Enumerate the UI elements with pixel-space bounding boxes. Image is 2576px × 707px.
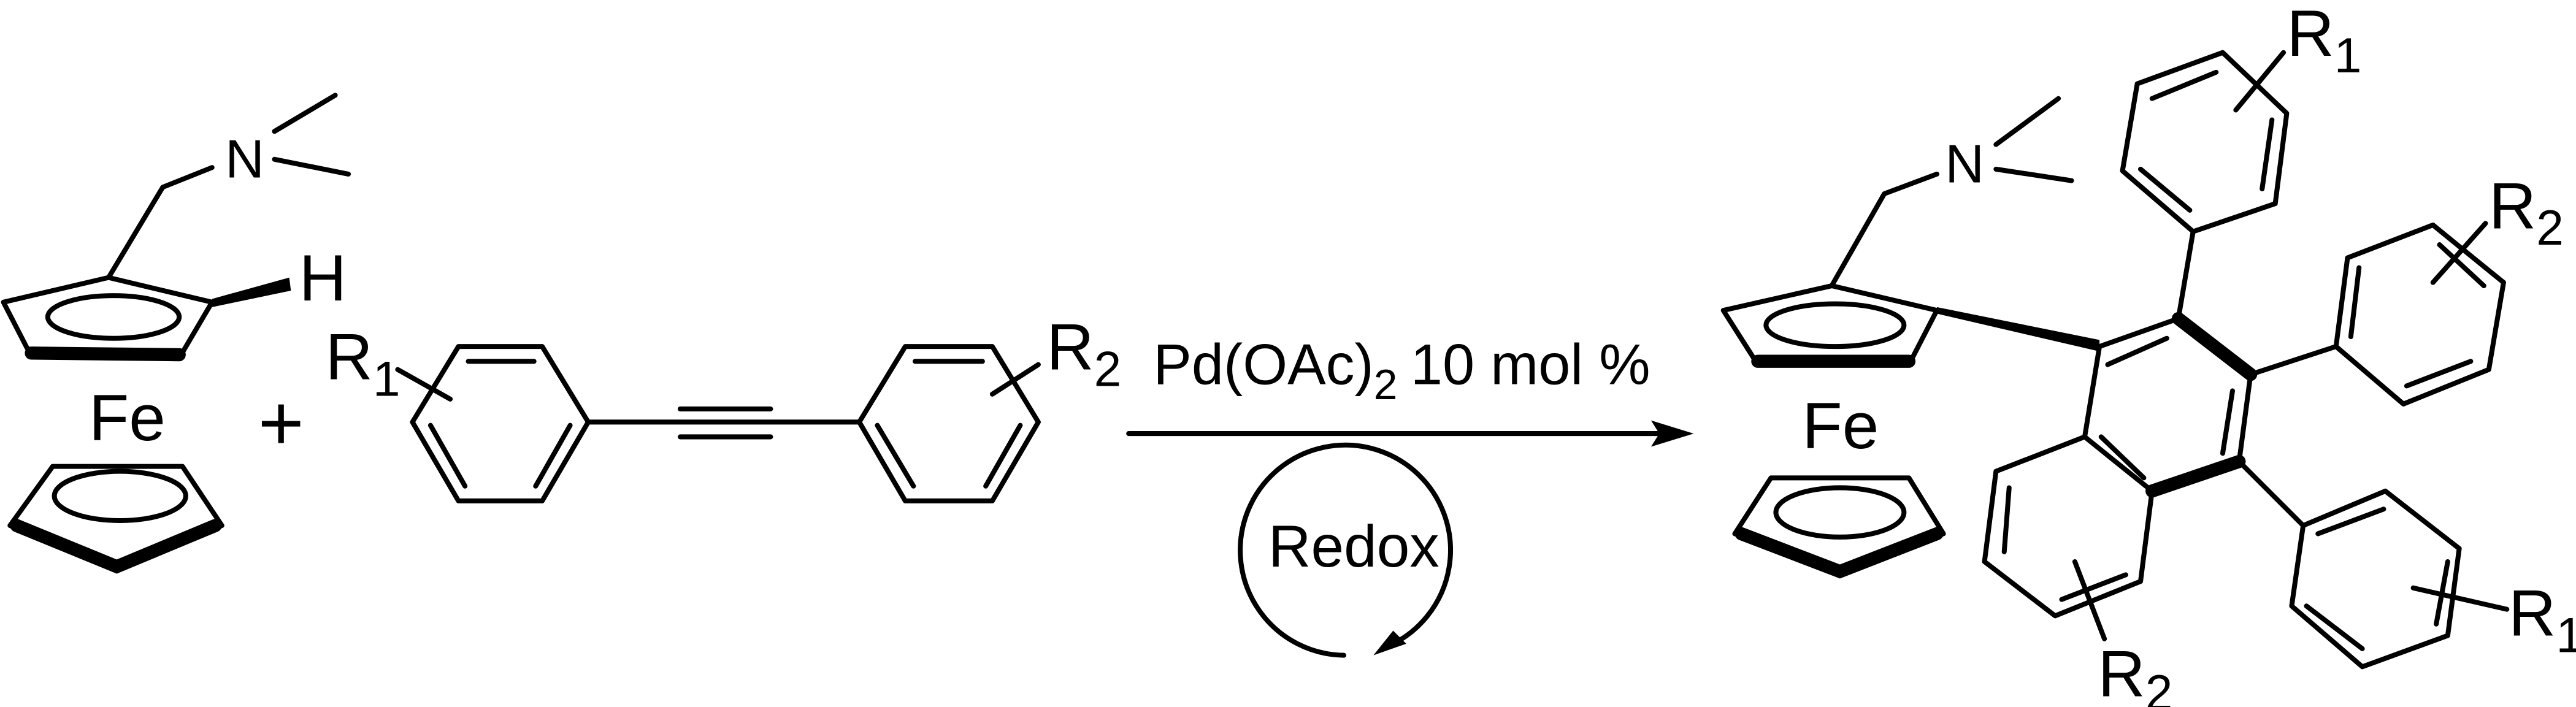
iron-label: Fe — [89, 381, 166, 454]
product-aryl-bottom: R1 — [2236, 459, 2576, 670]
aryl-bond — [2248, 344, 2339, 377]
double-bond — [2098, 434, 2147, 481]
double-bond — [2105, 335, 2169, 367]
redox-label: Redox — [1268, 514, 1439, 579]
aromatic-circle — [52, 468, 188, 524]
top-cyclopentadienyl-ring — [1720, 283, 1939, 367]
benzene-ring — [2333, 222, 2506, 407]
benzene-ring — [2289, 488, 2462, 670]
bold-bond — [2145, 454, 2246, 498]
double-bond — [2001, 485, 2012, 554]
wedge-bond — [1936, 307, 2100, 352]
double-bond — [2304, 603, 2365, 651]
aryl-bond — [2175, 229, 2196, 321]
substituent-r1-bottom: R1 — [2509, 576, 2576, 663]
double-bond — [2437, 242, 2486, 289]
double-bond — [2059, 572, 2128, 602]
amine-nitrogen: N — [225, 128, 264, 189]
methyl-bond — [272, 156, 351, 177]
methyl-bond — [1993, 166, 2074, 183]
substituent-r2: R2 — [1046, 310, 1121, 397]
ch2-bond — [1829, 171, 1939, 289]
hydrogen-label: H — [299, 241, 347, 315]
double-bond — [2138, 166, 2193, 213]
redox-cycle-arrow — [1238, 442, 1453, 658]
double-bond — [2260, 117, 2275, 192]
substituent-bond — [395, 367, 453, 402]
ring-front-edge — [1735, 527, 1944, 579]
ch2-bond — [105, 165, 215, 280]
double-bond — [2220, 388, 2236, 456]
substituent-r2-bottom: R2 — [2098, 637, 2172, 707]
double-bond — [2315, 506, 2386, 537]
benzene-ring-right — [856, 344, 1041, 503]
product-aryl-top: R1 — [2120, 0, 2361, 321]
substituent-bond — [2233, 50, 2287, 113]
reactant-ferrocene: N H Fe — [1, 93, 351, 574]
double-bond — [2149, 69, 2219, 101]
substituent-bond — [989, 362, 1041, 397]
arrow-head — [1650, 420, 1694, 447]
double-bond — [983, 422, 1023, 489]
aryl-bond — [2236, 459, 2306, 529]
cycle-arrow-head — [1373, 630, 1406, 655]
iron-label: Fe — [1802, 389, 1879, 462]
benzene-ring — [2120, 50, 2290, 234]
bold-bond — [2171, 311, 2258, 381]
substituent-r1: R1 — [326, 320, 401, 407]
substituent-bond — [2410, 585, 2510, 612]
methyl-bond — [1993, 96, 2061, 147]
substituent-bond — [2430, 221, 2488, 285]
substituent-r1-top: R1 — [2287, 0, 2361, 83]
product-aryl-right: R2 — [2248, 169, 2564, 407]
methyl-bond — [272, 93, 338, 134]
bottom-cyclopentadienyl-ring — [1732, 475, 1946, 578]
product-naphthalene: R2 — [1982, 311, 2258, 707]
double-bond — [875, 422, 916, 489]
plus-sign: + — [258, 380, 304, 467]
product-ferrocene: N Fe — [1720, 96, 2100, 579]
central-ring-bonds — [2082, 316, 2181, 494]
substituent-r2-right: R2 — [2489, 169, 2564, 256]
top-cyclopentadienyl-ring — [1, 275, 215, 361]
double-bond — [533, 422, 573, 489]
ring-front-edge — [25, 346, 186, 362]
fused-ring-bonds — [1982, 434, 2155, 619]
amine-nitrogen: N — [1945, 133, 1984, 194]
double-bond — [2348, 265, 2362, 340]
benzene-ring-left — [410, 344, 591, 503]
aromatic-circle — [45, 293, 182, 341]
aromatic-circle — [1763, 301, 1907, 350]
aromatic-circle — [1773, 485, 1907, 540]
diarylalkyne: R1 R2 — [326, 310, 1121, 503]
double-bond — [427, 422, 468, 489]
ring-front-edge — [10, 519, 222, 574]
double-bond — [2404, 359, 2474, 389]
wedge-bond — [212, 277, 291, 307]
ring-bond — [2236, 372, 2253, 464]
substituent-bond — [2072, 559, 2107, 641]
